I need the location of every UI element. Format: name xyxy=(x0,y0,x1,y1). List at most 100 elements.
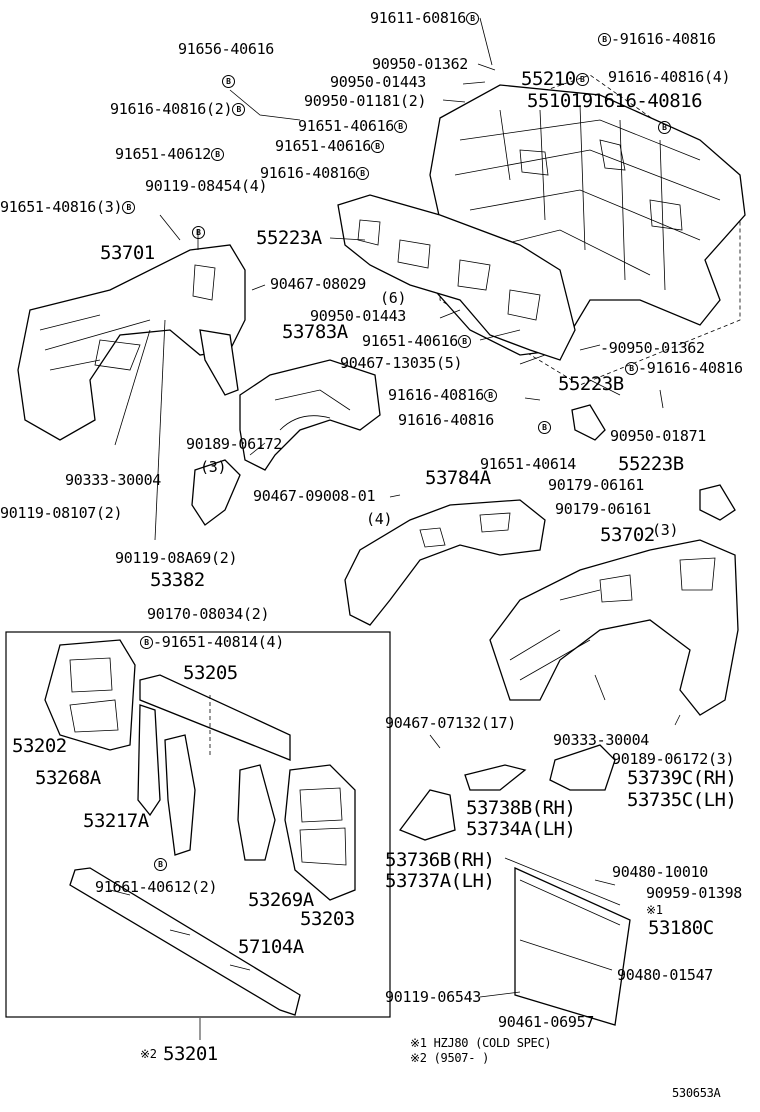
footnote-2: ※2 (9507- ) xyxy=(410,1051,490,1065)
part-label-55223B: 55223B xyxy=(558,373,624,395)
figure-code: 530653A xyxy=(672,1086,721,1100)
part-label-90189-06172-3: 90189-06172(3) xyxy=(612,750,735,768)
quantity-label-3-b: (3) xyxy=(652,521,679,539)
part-label-55223B-b: 55223B xyxy=(618,453,684,475)
part-label-53737A: 53737A(LH) xyxy=(385,870,495,892)
bolt-marker-icon: B xyxy=(222,75,235,88)
bolt-marker-icon: B xyxy=(466,12,480,25)
bolt-marker-icon: B xyxy=(484,389,498,402)
part-label-90467-13035: 90467-13035(5) xyxy=(340,354,463,372)
bolt-marker-icon: B xyxy=(575,73,589,86)
part-label-91661-40612: 91661-40612(2) xyxy=(95,878,218,896)
part-label-90170-08034: 90170-08034(2) xyxy=(147,605,270,623)
bolt-marker-icon: B xyxy=(211,148,225,161)
part-label-53735C: 53735C(LH) xyxy=(627,789,737,811)
part-label-53202: 53202 xyxy=(12,735,67,757)
leader-lines xyxy=(114,17,681,1040)
part-label-53382: 53382 xyxy=(150,569,205,591)
radiator-support-frame xyxy=(5,631,391,1018)
seal-parts xyxy=(398,744,631,1026)
part-label-90467-08029: 90467-08029 xyxy=(270,275,367,293)
bolt-marker-icon: B xyxy=(394,120,408,133)
part-label-53736B: 53736B(RH) xyxy=(385,849,495,871)
part-label-90119-08107: 90119-08107(2) xyxy=(0,504,123,522)
part-label-55223A: 55223A xyxy=(256,227,322,249)
part-label-53734A: 53734A(LH) xyxy=(466,818,576,840)
bolt-marker-icon: B xyxy=(658,121,671,134)
liner-53783A xyxy=(191,359,381,526)
part-label-90333-30004: 90333-30004 xyxy=(65,471,162,489)
part-label-90950-01871: 90950-01871 xyxy=(610,427,707,445)
quantity-label-3-a: (3) xyxy=(200,458,227,476)
part-label-91651-40814: B-91651-40814(4) xyxy=(140,634,284,650)
bolt-marker-icon: B xyxy=(232,103,246,116)
note-marker-2: ※2 xyxy=(140,1047,157,1061)
part-label-53180C: 53180C xyxy=(648,917,714,939)
part-label-53201: 53201 xyxy=(163,1043,218,1065)
part-label-90480-10010: 90480-10010 xyxy=(612,863,709,881)
part-label-53205: 53205 xyxy=(183,662,238,684)
part-label-90959-01398: 90959-01398 xyxy=(646,884,743,902)
part-label-91656-40616: 91656-40616 xyxy=(178,40,275,58)
part-label-90119-08A69: 90119-08A69(2) xyxy=(115,549,238,567)
part-label-90950-01362-b: -90950-01362 xyxy=(600,339,705,357)
part-label-90950-01362: 90950-01362 xyxy=(372,55,469,73)
part-label-53738B: 53738B(RH) xyxy=(466,797,576,819)
bolt-marker-icon: B xyxy=(538,421,551,434)
part-label-90461-06957: 90461-06957 xyxy=(498,1013,595,1031)
quantity-label-6: (6) xyxy=(380,289,407,307)
part-label-91616-40816-e: 91616-40816 xyxy=(398,411,495,429)
radiator-support-parts xyxy=(44,639,356,1016)
footnote-1: ※1 HZJ80 (COLD SPEC) xyxy=(410,1036,552,1050)
part-label-91651-40614: 91651-40614 xyxy=(480,455,577,473)
part-label-90179-06161-b: 90179-06161 xyxy=(555,500,652,518)
part-label-90179-06161: 90179-06161 xyxy=(548,476,645,494)
part-label-90333-30004-b: 90333-30004 xyxy=(553,731,650,749)
quantity-label-4: (4) xyxy=(366,510,393,528)
bolt-marker-icon: B xyxy=(458,335,472,348)
part-label-57104A: 57104A xyxy=(238,936,304,958)
bolt-marker-icon: B xyxy=(625,362,638,375)
bolt-marker-icon: B xyxy=(154,858,167,871)
part-label-53739C: 53739C(RH) xyxy=(627,767,737,789)
part-label-53783A: 53783A xyxy=(282,321,348,343)
part-label-91651-40816-3: 91651-40816(3)B xyxy=(0,199,136,215)
bolt-marker-icon: B xyxy=(356,167,370,180)
part-label-53701: 53701 xyxy=(100,242,155,264)
bolt-marker-icon: B xyxy=(598,33,611,46)
part-label-90950-01181: 90950-01181(2) xyxy=(304,92,427,110)
part-label-53217A: 53217A xyxy=(83,810,149,832)
bolt-marker-icon: B xyxy=(122,201,136,214)
part-label-91616-40816-top: B-91616-40816 xyxy=(598,31,716,47)
apron-53702 xyxy=(344,404,739,716)
note-marker-1: ※1 xyxy=(646,903,663,917)
part-label-53269A: 53269A xyxy=(248,889,314,911)
part-label-53784A: 53784A xyxy=(425,467,491,489)
apron-53701 xyxy=(17,244,246,441)
bolt-marker-icon: B xyxy=(192,226,205,239)
part-label-53268A: 53268A xyxy=(35,767,101,789)
part-label-55101: 5510191616-40816 xyxy=(527,90,703,112)
part-label-90950-01443: 90950-01443 xyxy=(330,73,427,91)
bolt-marker-icon: B xyxy=(140,636,153,649)
part-label-90189-06172: 90189-06172 xyxy=(186,435,283,453)
part-label-90467-09008: 90467-09008-01 xyxy=(253,487,376,505)
part-label-90467-07132: 90467-07132(17) xyxy=(385,714,516,732)
part-label-90950-01443-b: 90950-01443 xyxy=(310,307,407,325)
part-label-53203: 53203 xyxy=(300,908,355,930)
part-label-91616-40816-2: 91616-40816(2)B xyxy=(110,101,246,117)
part-label-90119-08454: 90119-08454(4) xyxy=(145,177,268,195)
part-label-90119-06543: 90119-06543 xyxy=(385,988,482,1006)
part-label-53702: 53702 xyxy=(600,524,655,546)
part-label-91616-40816-4: 91616-40816(4) xyxy=(608,68,731,86)
bolt-marker-icon: B xyxy=(371,140,385,153)
